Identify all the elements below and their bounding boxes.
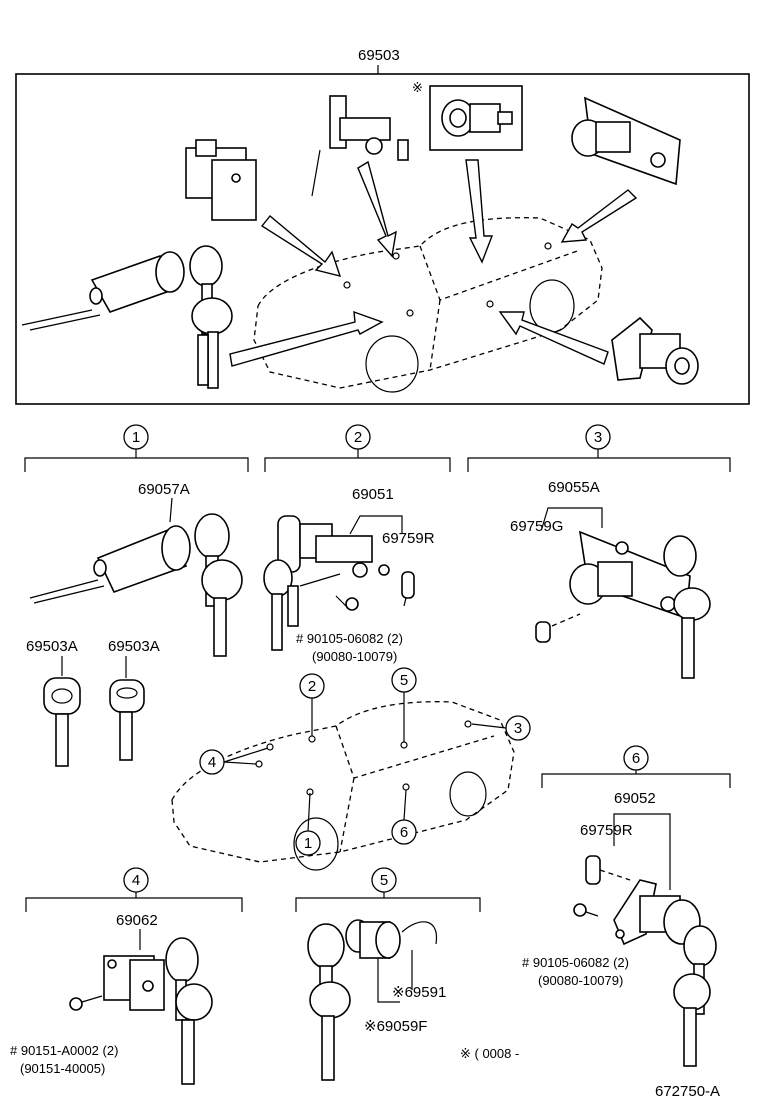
side-lock-cylinder-icon: [613, 879, 701, 946]
overview-car-outline: [253, 217, 603, 393]
svg-text:6: 6: [400, 824, 408, 841]
group-5-bracket: [295, 897, 481, 912]
side-lock-clip-icon: [585, 855, 631, 885]
group-3-part-69055A: 69055A: [548, 479, 600, 496]
key-label-2: 69503A: [108, 638, 160, 655]
overview-ignition-lock-icon: [21, 251, 185, 331]
group-1-number: 1: [132, 429, 140, 446]
group-3-number: 3: [594, 429, 602, 446]
group-2-part-69759R: 69759R: [382, 530, 435, 547]
center-car-outline: [171, 701, 515, 871]
master-key-icon: [43, 677, 81, 767]
car-callout-4: 4: [199, 743, 274, 775]
group-5-number: 5: [380, 872, 388, 889]
side-lock-keys-icon: [673, 925, 717, 1067]
group-5-part-69591: ※69591: [392, 984, 446, 1001]
group-1-bracket: [24, 457, 249, 472]
group-6-bolt-part: # 90105-06082 (2): [522, 955, 629, 970]
luggage-keys-icon: [663, 535, 711, 679]
trunk-lock-cylinder-icon: [103, 955, 165, 1011]
trunk-keys-icon: [165, 937, 213, 1085]
group-4-number: 4: [132, 872, 140, 889]
group-3-bracket: [467, 457, 731, 472]
group-4-part-69062: 69062: [116, 912, 158, 929]
group-2-bolt-part: # 90105-06082 (2): [296, 631, 403, 646]
door-lock-cylinder-icon: [277, 515, 390, 587]
overview-rear-lock-icon: [571, 96, 681, 186]
group-6-bolt-alt: (90080-10079): [538, 973, 623, 988]
group-3-part-69759G: 69759G: [510, 518, 563, 535]
group-6-part-69052: 69052: [614, 790, 656, 807]
glove-box-lock-icon: [345, 919, 438, 959]
luggage-lock-clip-icon: [535, 613, 581, 643]
group-6-part-69759R: 69759R: [580, 822, 633, 839]
sub-key-icon: [109, 679, 145, 761]
luggage-lock-cylinder-icon: [569, 530, 691, 620]
door-lock-clip-icon: [401, 571, 415, 607]
group-2-part-69051: 69051: [352, 486, 394, 503]
car-callout-2: 2: [299, 673, 325, 743]
inset-lock-cylinder-icon: [441, 99, 513, 137]
group-5-part-69059F: ※69059F: [364, 1018, 427, 1035]
group-6-bracket: [541, 773, 731, 788]
glove-box-keys-icon: [307, 923, 351, 1081]
svg-text:3: 3: [514, 720, 522, 737]
key-label-1: 69503A: [26, 638, 78, 655]
group-4-bolt-part: # 90151-A0002 (2): [10, 1043, 118, 1058]
svg-text:5: 5: [400, 672, 408, 689]
group-2-bracket: [264, 457, 451, 472]
car-callout-6: 6: [391, 783, 417, 845]
overview-note-mark: ※: [412, 80, 423, 95]
door-keys-icon: [263, 559, 299, 651]
svg-text:1: 1: [304, 835, 312, 852]
footnote: ※ ( 0008 -: [460, 1046, 519, 1061]
ignition-keys-icon: [194, 513, 243, 657]
assembly-part-number: 69503: [358, 47, 400, 64]
overview-door-lock-icon: [311, 95, 409, 197]
group-2-bolt-alt: (90080-10079): [312, 649, 397, 664]
group-4-bolt-alt: (90151-40005): [20, 1061, 105, 1076]
group-4-bracket: [25, 897, 243, 912]
car-callout-5: 5: [391, 667, 417, 749]
drawing-id: 672750-A: [655, 1083, 720, 1100]
overview-side-lock-icon: [611, 316, 699, 385]
ignition-lock-cylinder-icon: [29, 525, 191, 604]
overview-arrows: [229, 159, 638, 367]
overview-frame: [15, 73, 750, 405]
door-lock-bolt-icon: [335, 595, 359, 611]
side-lock-bolt-icon: [573, 903, 599, 917]
overview-keys-icon: [189, 245, 233, 389]
group-2-number: 2: [354, 429, 362, 446]
car-callout-1: 1: [295, 788, 321, 856]
svg-text:4: 4: [208, 754, 216, 771]
group-6-number: 6: [632, 750, 640, 767]
group-1-part-69057A: 69057A: [138, 481, 190, 498]
overview-trunk-lock-icon: [185, 139, 257, 221]
svg-text:2: 2: [308, 678, 316, 695]
car-callout-3: 3: [464, 715, 531, 741]
trunk-lock-bolt-icon: [69, 995, 103, 1011]
